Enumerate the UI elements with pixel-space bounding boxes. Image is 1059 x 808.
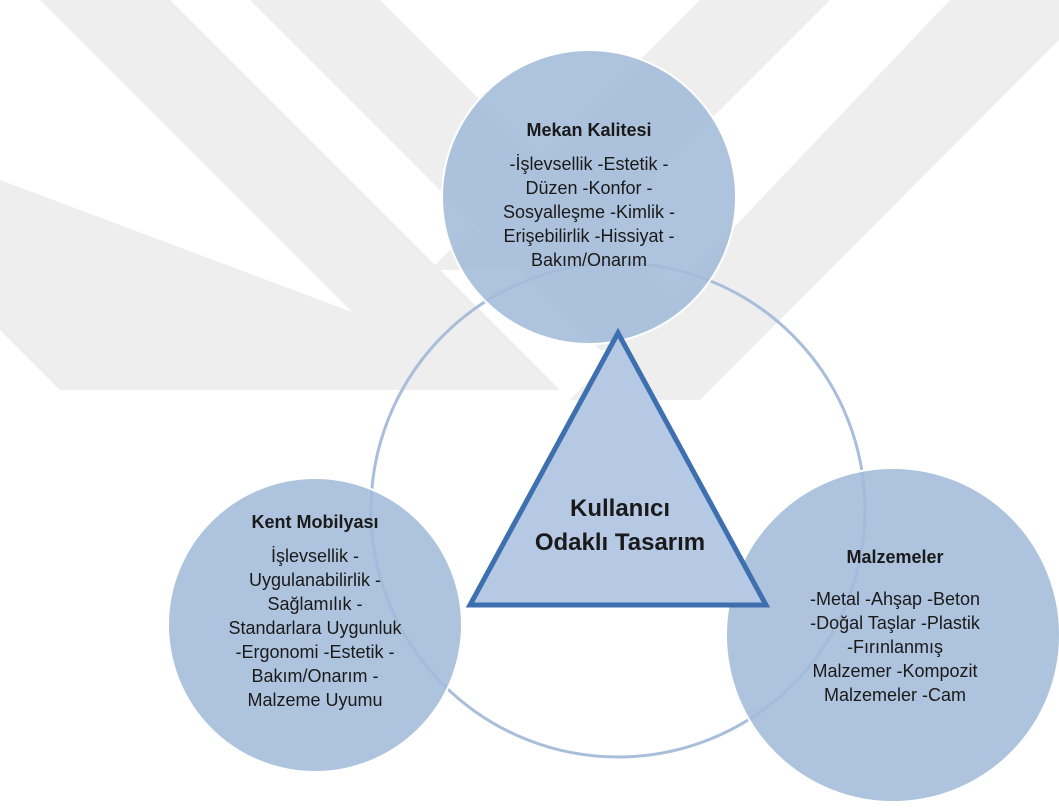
kent-mobilyasi-line: Standarlara Uygunluk (228, 618, 402, 638)
kent-mobilyasi-line: İşlevsellik - (270, 546, 359, 566)
center-triangle (465, 327, 771, 608)
center-label-line2: Odaklı Tasarım (534, 529, 706, 556)
kent-mobilyasi-line: Bakım/Onarım - (251, 666, 379, 686)
kent-mobilyasi-line: Sağlamılık - (267, 594, 363, 614)
malzemeler-line: -Metal -Ahşap -Beton (809, 589, 981, 609)
circle-malzemeler (725, 467, 1059, 803)
circle-mekan-kalitesi (441, 49, 737, 345)
kent-mobilyasi-line: -Ergonomi -Estetik - (235, 642, 395, 662)
kent-mobilyasi-line: Malzeme Uyumu (247, 690, 383, 710)
circle-kent-mobilyasi (167, 477, 463, 773)
malzemeler-line: -Doğal Taşlar -Plastik (810, 613, 980, 633)
center-label-line1: Kullanıcı (569, 495, 671, 522)
malzemeler-line: Malzemeler -Cam (823, 685, 967, 705)
mekan-kalitesi-line: Düzen -Konfor - (525, 178, 653, 198)
kent-mobilyasi-text: Kent Mobilyası İşlevsellik - Uygulanabil… (215, 510, 415, 712)
malzemeler-line: -Fırınlanmış (846, 637, 943, 657)
kent-mobilyasi-title: Kent Mobilyası (251, 512, 379, 532)
kent-mobilyasi-line: Uygulanabilirlik - (248, 570, 382, 590)
malzemeler-title: Malzemeler (846, 547, 944, 567)
mekan-kalitesi-text: Mekan Kalitesi -İşlevsellik -Estetik - D… (469, 118, 709, 272)
malzemeler-text: Malzemeler -Metal -Ahşap -Beton -Doğal T… (775, 545, 1015, 707)
malzemeler-line: Malzemer -Kompozit (812, 661, 978, 681)
mekan-kalitesi-line: Erişebilirlik -Hissiyat - (503, 226, 675, 246)
center-label: Kullanıcı Odaklı Tasarım (500, 492, 740, 560)
watermark-stripe (40, 0, 560, 390)
mekan-kalitesi-line: Bakım/Onarım (530, 250, 648, 270)
mekan-kalitesi-line: -İşlevsellik -Estetik - (509, 154, 669, 174)
watermark-stripe (0, 180, 560, 390)
mekan-kalitesi-title: Mekan Kalitesi (526, 120, 652, 140)
mekan-kalitesi-line: Sosyalleşme -Kimlik - (502, 202, 676, 222)
